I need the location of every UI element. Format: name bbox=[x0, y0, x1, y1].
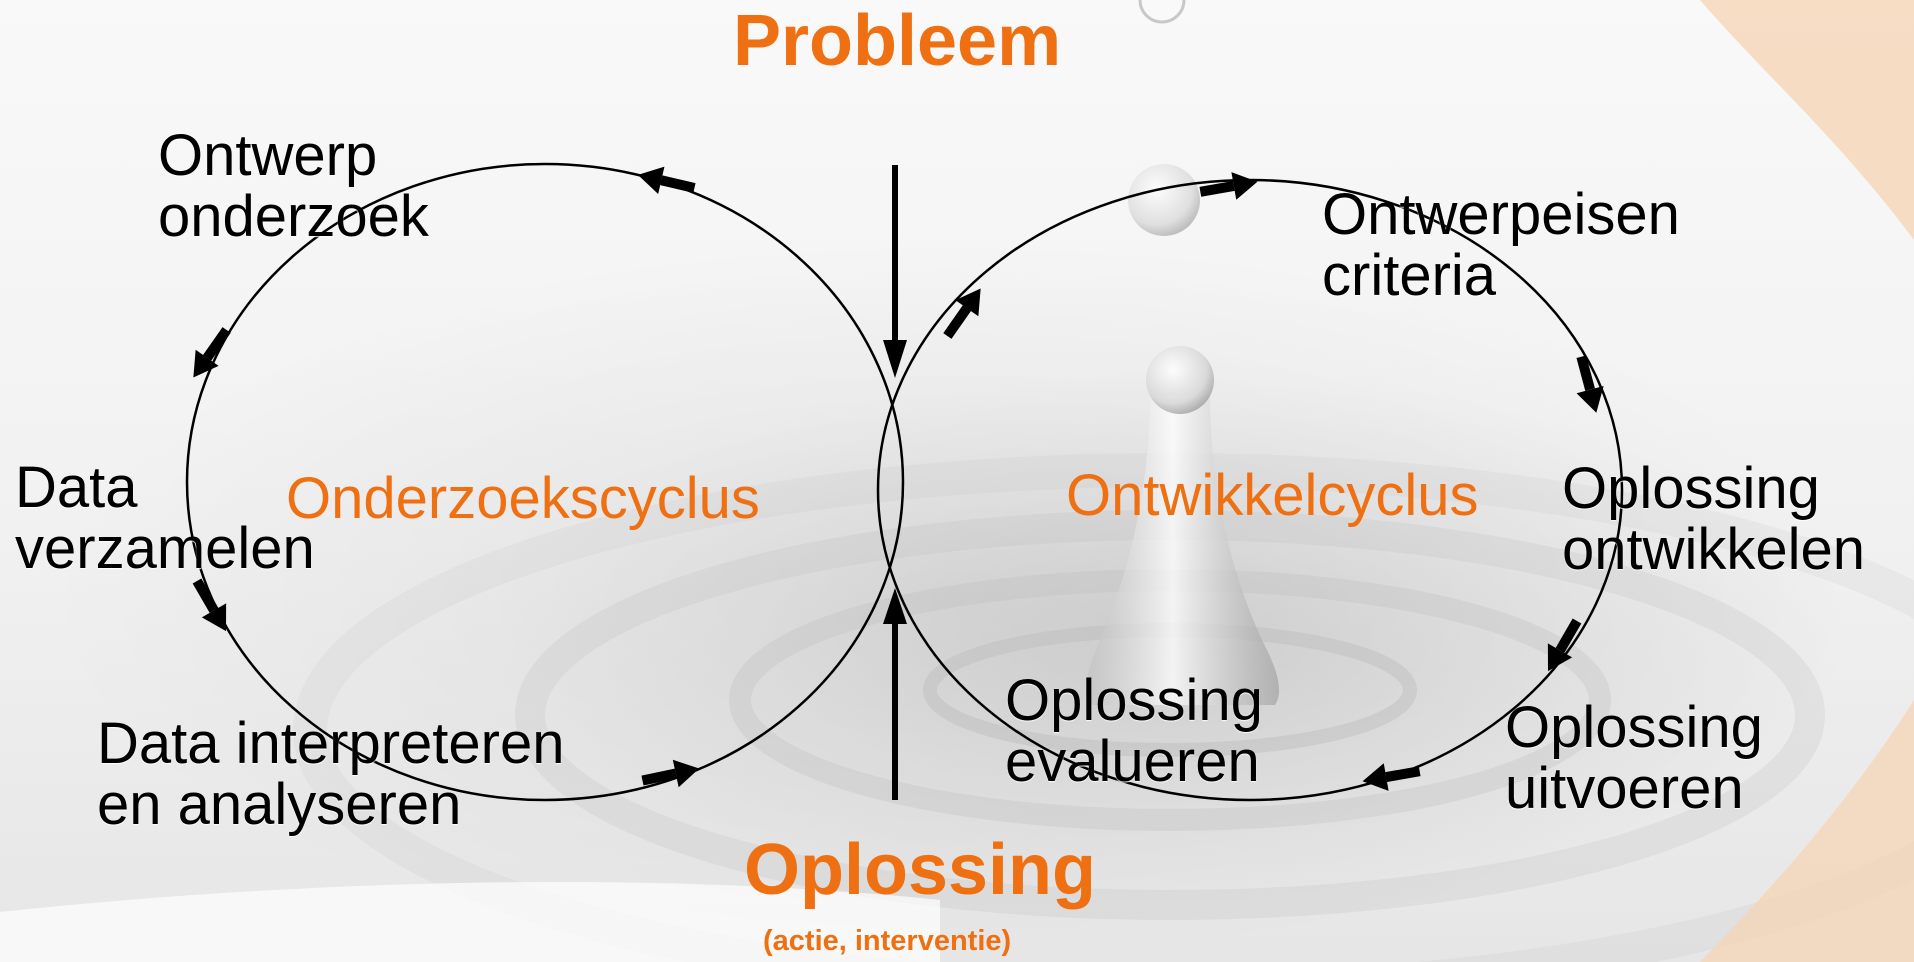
solution-arrow bbox=[883, 588, 907, 800]
title-problem: Probleem bbox=[733, 1, 1062, 81]
research-cycle-ellipse bbox=[185, 162, 905, 802]
research-cycle-label: Onderzoekscyclus bbox=[286, 466, 760, 531]
title-solution-subtitle: (actie, interventie) bbox=[763, 925, 1012, 957]
arrow-icon bbox=[637, 166, 696, 194]
step-oplossing-ontwikkelen: Oplossing ontwikkelen bbox=[1562, 456, 1866, 583]
arrow-icon bbox=[641, 759, 700, 788]
step-ontwerpeisen-criteria: Ontwerpeisen criteria bbox=[1322, 182, 1680, 309]
arrow-icon bbox=[1547, 618, 1582, 672]
arrow-icon bbox=[193, 327, 231, 378]
step-data-verzamelen: Data verzamelen bbox=[15, 455, 315, 582]
arrow-icon bbox=[1362, 763, 1421, 791]
arrow-icon bbox=[192, 578, 227, 632]
step-oplossing-uitvoeren: Oplossing uitvoeren bbox=[1505, 695, 1763, 822]
step-oplossing-evalueren: Oplossing evalueren bbox=[1005, 668, 1263, 795]
problem-arrow bbox=[883, 165, 907, 378]
arrow-icon bbox=[943, 288, 981, 339]
research-cycle-arrows bbox=[192, 166, 700, 788]
step-ontwerp-onderzoek: Ontwerp onderzoek bbox=[158, 123, 429, 250]
arrow-icon bbox=[1199, 172, 1258, 200]
arrow-icon bbox=[1576, 355, 1604, 413]
development-cycle-arrows bbox=[943, 172, 1604, 791]
step-data-interpreteren: Data interpreteren en analyseren bbox=[97, 711, 565, 838]
development-cycle-label: Ontwikkelcyclus bbox=[1066, 463, 1479, 528]
title-solution: Oplossing bbox=[744, 830, 1097, 910]
